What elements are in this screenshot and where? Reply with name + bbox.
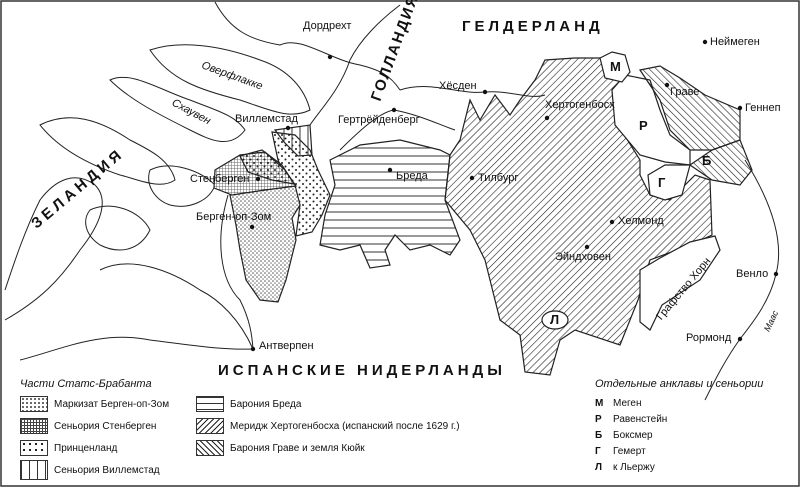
city-grave: Граве [670, 86, 700, 98]
city-geertruidenberg: Гертрёйденберг [338, 114, 420, 126]
legend-label: Сеньория Виллемстад [54, 464, 160, 476]
legend-item: Барония Граве и земля Кюйк [196, 440, 365, 456]
enclave-mark-boxmeer: Б [702, 153, 712, 168]
legend-label: Меридж Хертогенбосха (испанский после 16… [230, 420, 460, 432]
city-bergen-op-zoom: Берген-оп-Зом [196, 211, 272, 223]
swatch-dots [20, 440, 48, 456]
swatch-grid [20, 418, 48, 434]
city-breda: Бреда [396, 170, 428, 182]
legend-label: Барония Граве и земля Кюйк [230, 442, 365, 454]
swatch-horizontal [196, 396, 224, 412]
region-spanish-netherlands: ИСПАНСКИЕ НИДЕРЛАНДЫ [218, 362, 506, 379]
legend-item: Принценланд [20, 440, 117, 456]
city-hertogenbosch: Хертогенбосх [545, 99, 615, 111]
city-gennep: Геннеп [745, 102, 781, 114]
city-dordrecht: Дордрехт [303, 20, 352, 32]
legend-label: Равенстейн [613, 414, 668, 425]
legend-item: Б Боксмер [595, 430, 653, 441]
legend-label: к Льержу [613, 462, 655, 473]
territories [213, 51, 753, 376]
swatch-dense-dots [20, 396, 48, 412]
prinsenland-north [239, 149, 296, 185]
legend-item: Сеньория Стенберген [20, 418, 156, 434]
legend-key: Г [595, 446, 601, 457]
legend-item: Маркизат Берген-оп-Зом [20, 396, 169, 412]
luik-enclave [541, 310, 569, 330]
city-steenbergen: Стенберген [190, 173, 250, 185]
legend-item: Барония Бреда [196, 396, 301, 412]
legend-key: Л [595, 462, 603, 473]
gemert [647, 164, 691, 201]
legend-label: Принценланд [54, 442, 118, 454]
city-venlo: Венло [736, 268, 769, 280]
legend-left-title: Части Статс-Брабанта [20, 378, 152, 390]
city-dots [249, 39, 779, 352]
swatch-diag-right [196, 418, 224, 434]
legend-key: М [595, 398, 604, 409]
enclave-mark-luik: Л [550, 312, 560, 327]
enclave-mark-ravenstein: Р [639, 118, 648, 133]
legend-key: Б [595, 430, 603, 441]
legend-label: Сеньория Стенберген [54, 420, 157, 432]
legend-label: Меген [613, 398, 642, 409]
legend-label: Гемерт [613, 446, 646, 457]
willemstad [273, 124, 313, 157]
city-roermond: Рормонд [686, 332, 732, 344]
city-eindhoven: Эйндховен [555, 251, 611, 263]
city-nijmegen: Неймеген [710, 36, 760, 48]
city-helmond: Хелмонд [618, 215, 664, 227]
megen [599, 51, 631, 83]
grave-cuijk-south [688, 139, 753, 186]
meierij-hertogenbosch [444, 57, 713, 376]
legend-key: Р [595, 414, 602, 425]
legend-item: Г Гемерт [595, 446, 646, 457]
enclave-mark-megen: М [610, 59, 621, 74]
legend-label: Боксмер [613, 430, 653, 441]
legend-label: Барония Бреда [230, 398, 302, 410]
swatch-diag-left [196, 440, 224, 456]
legend-item: М Меген [595, 398, 642, 409]
bergen-op-zoom [229, 184, 301, 303]
region-gelderland: ГЕЛДЕРЛАНД [462, 18, 604, 35]
city-antwerp: Антверпен [259, 340, 314, 352]
legend-item: Меридж Хертогенбосха (испанский после 16… [196, 418, 460, 434]
horn [639, 235, 721, 331]
barony-breda [319, 139, 461, 269]
legend-item: Сеньория Виллемстад [20, 460, 160, 480]
city-heusden: Хёсден [439, 80, 477, 92]
legend-item: Р Равенстейн [595, 414, 667, 425]
legend-right-title: Отдельные анклавы и сеньории [595, 378, 764, 390]
enclave-mark-gemert: Г [658, 175, 666, 190]
legend-label: Маркизат Берген-оп-Зом [54, 398, 170, 410]
city-willemstad: Виллемстад [235, 113, 298, 125]
city-tilburg: Тилбург [478, 172, 519, 184]
swatch-vertical [20, 460, 48, 480]
